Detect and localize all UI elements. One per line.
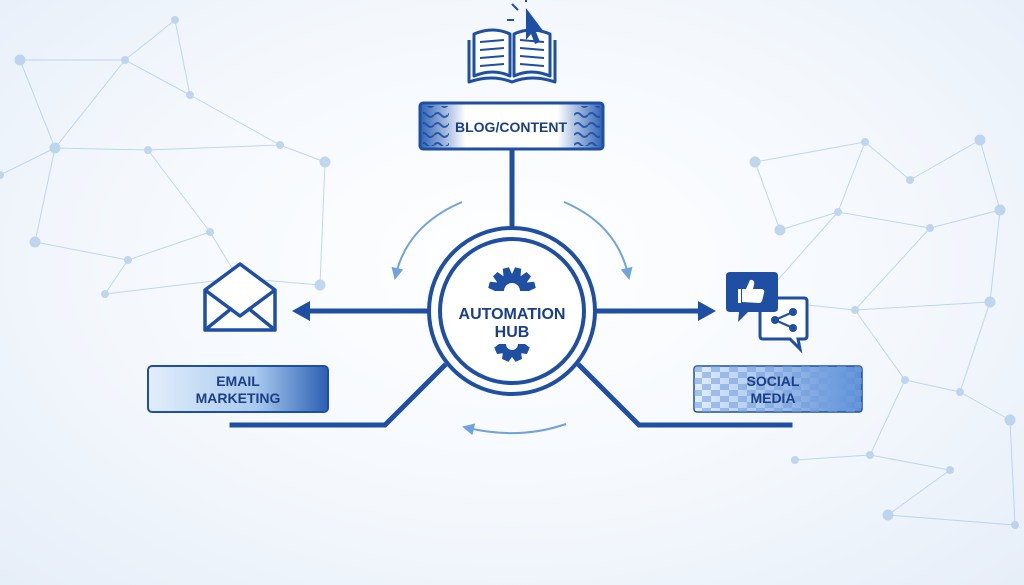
arrowhead-social [698,301,716,321]
email-node: EMAIL MARKETING [147,262,329,413]
network-node [319,156,331,168]
network-node [101,290,109,298]
hub-title-line2: HUB [495,324,530,341]
network-link [147,149,211,233]
social-node: SOCIAL MEDIA [693,272,863,413]
flow-arrow-top-right [563,201,633,280]
network-link [34,147,56,243]
flow-arrow-top-left [391,201,463,280]
network-node [186,91,194,99]
network-link [319,161,326,286]
email-label-line2: MARKETING [196,390,281,406]
network-node [206,228,214,236]
network-link [779,211,839,231]
network-node [974,134,986,146]
network-link [124,19,176,61]
network-node [121,56,129,64]
network-link [174,19,191,96]
connector-lines [229,147,793,428]
network-node [749,156,761,168]
network-link [127,231,211,261]
network-node [0,171,4,179]
blog-label: BLOG/CONTENT [455,119,567,135]
network-link [794,454,871,461]
network-node [984,296,996,308]
network-link [147,144,281,151]
flow-arrows [391,201,633,436]
network-link [869,454,951,471]
social-label-line2: MEDIA [750,390,795,406]
network-link [54,147,149,151]
network-link [754,141,866,163]
network-node [1011,521,1019,529]
network-link [754,161,781,231]
like-share-icon [726,272,809,354]
network-link [124,59,191,96]
network-node [994,204,1006,216]
network-link [189,94,281,146]
network-link [19,59,56,149]
network-link [54,59,126,149]
network-node [124,256,132,264]
social-label-line1: SOCIAL [747,373,800,389]
network-link [869,379,906,456]
network-link [989,209,1001,303]
network-node [144,146,152,154]
connector-bottom-left [229,362,448,428]
hub-title-line1: AUTOMATION [459,306,566,323]
cursor-icon [507,0,544,44]
network-link [909,139,981,181]
network-node [882,509,894,521]
network-link [837,211,931,229]
flow-arrow-bottom [462,423,567,436]
network-node [14,54,26,66]
gear-icon [488,267,536,362]
network-node [774,224,786,236]
network-link [279,144,326,163]
network-link [0,147,56,176]
network-link [854,309,906,381]
network-link [904,379,961,393]
network-link [979,139,1001,211]
network-node [834,208,842,216]
network-node [851,306,859,314]
network-link [959,301,991,393]
network-link [887,514,1016,526]
open-book-icon [467,28,557,84]
network-node [791,456,799,464]
arrowhead-email [292,301,310,321]
network-node [29,236,41,248]
network-link [864,141,911,181]
connector-bottom-right [576,362,793,428]
automation-hub: AUTOMATION HUB [427,226,597,396]
network-link [929,209,1001,229]
network-node [946,466,954,474]
network-node [926,224,934,232]
network-node [1004,414,1016,426]
network-link [959,391,1011,421]
network-node [171,16,179,24]
network-node [861,138,869,146]
network-link [1009,419,1016,526]
network-link [837,141,866,213]
network-link [34,241,129,261]
network-node [956,388,964,396]
blog-node: BLOG/CONTENT [418,0,605,151]
network-link [104,259,129,295]
email-label-line1: EMAIL [216,373,260,389]
envelope-icon [203,262,277,332]
network-node [906,176,914,184]
network-link [854,227,931,311]
network-background [0,16,1019,529]
network-node [901,376,909,384]
network-node [49,142,61,154]
network-link [887,469,951,516]
network-node [866,451,874,459]
network-link [854,301,991,311]
network-node [314,279,326,291]
network-node [276,141,284,149]
